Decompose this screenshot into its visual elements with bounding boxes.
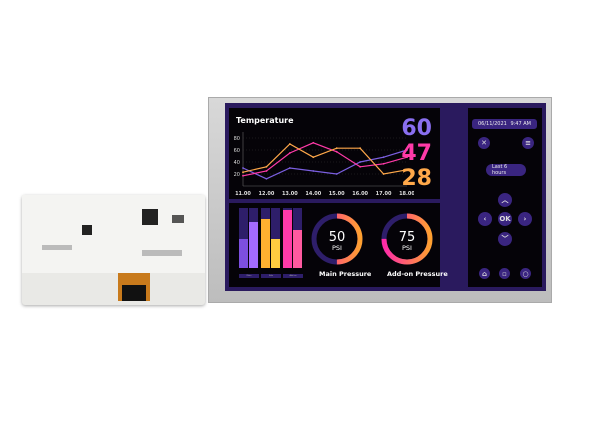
hamburger-icon: ≡ [525, 139, 531, 147]
data-point [382, 162, 385, 165]
x-tick-label: 15.00 [329, 191, 345, 197]
data-point [242, 174, 244, 177]
date: 06/11/2021 [478, 121, 507, 127]
data-point [335, 147, 338, 150]
gauge-value: 75 [399, 230, 416, 245]
level-bar [283, 208, 292, 268]
up-button[interactable]: ︿ [498, 193, 512, 207]
x-tick-label: 14.00 [305, 191, 321, 197]
power-icon: ○ [522, 269, 529, 278]
power-button[interactable]: ○ [520, 268, 531, 279]
level-bar [239, 208, 248, 268]
settings-button[interactable]: ▫ [499, 268, 510, 279]
data-point [382, 156, 385, 159]
data-point [288, 167, 291, 169]
y-tick-label: 20 [234, 172, 240, 178]
data-point [382, 173, 385, 175]
left-button[interactable]: ‹ [478, 212, 492, 226]
x-tick-label: 11.00 [235, 191, 251, 197]
data-point [265, 177, 268, 180]
data-point [312, 156, 315, 159]
bar-label: Add-on [283, 274, 303, 278]
data-point [335, 150, 338, 153]
data-point [288, 152, 291, 154]
data-point [242, 171, 244, 174]
gauge-arc [311, 213, 363, 265]
chevron-down-icon: ﹀ [501, 235, 509, 243]
gear-icon: ▫ [502, 269, 507, 278]
level-bar [261, 208, 270, 268]
x-tick-label: 17.00 [376, 191, 392, 197]
temperature-chart: 20 40 60 80 11.00 12.00 13.00 14.00 15.00 16.00 17… [234, 132, 414, 197]
temperature-title: Temperature [236, 116, 294, 125]
data-point [265, 170, 268, 172]
chevron-up-icon: ︿ [501, 196, 509, 204]
data-point [288, 143, 291, 145]
menu-button[interactable]: ≡ [522, 137, 534, 149]
data-point [242, 167, 244, 169]
data-point [359, 147, 362, 150]
home-icon: ⌂ [481, 269, 487, 278]
series-line-1 [242, 149, 408, 180]
temperature-panel: Temperature 20 40 60 80 11.00 12.00 13.00 14.00… [229, 108, 440, 199]
chevron-left-icon: ‹ [483, 215, 487, 223]
data-point [265, 165, 268, 168]
controller-board [22, 195, 205, 305]
level-bar [271, 208, 280, 268]
level-bar [293, 208, 302, 268]
readout-2: 47 [401, 141, 432, 166]
x-tick-label: 18.00 [399, 191, 414, 197]
gauge-value: 50 [329, 230, 346, 245]
down-button[interactable]: ﹀ [498, 232, 512, 246]
data-point [406, 149, 408, 151]
gauge-arc [381, 213, 433, 265]
close-button[interactable]: ✕ [478, 137, 490, 149]
bar-label: Side [261, 274, 281, 278]
x-tick-label: 12.00 [259, 191, 275, 197]
datetime-bar: 06/11/2021 9:47 AM [472, 119, 537, 129]
time-range-button[interactable]: Last 6 hours [486, 164, 526, 176]
series-line-2 [242, 142, 408, 177]
x-icon: ✕ [481, 139, 487, 147]
data-point [406, 156, 408, 159]
home-button[interactable]: ⌂ [479, 268, 490, 279]
gauge-unit: PSI [402, 244, 412, 252]
readout-1: 60 [401, 116, 432, 141]
data-point [359, 161, 362, 163]
level-bar [249, 208, 258, 268]
dashboard-screen: Temperature 20 40 60 80 11.00 12.00 13.00 14.00… [225, 103, 546, 291]
series-line-3 [242, 143, 408, 175]
time: 9:47 AM [510, 121, 531, 127]
y-tick-label: 40 [234, 160, 240, 166]
x-tick-label: 16.00 [352, 191, 368, 197]
data-point [312, 141, 315, 144]
right-button[interactable]: › [518, 212, 532, 226]
data-point [359, 165, 362, 168]
data-point [335, 173, 338, 175]
ok-button[interactable]: OK [498, 212, 512, 226]
data-point [312, 170, 315, 172]
gauge-label-addon: Add-on Pressure [387, 270, 448, 278]
readout-3: 28 [401, 166, 432, 191]
y-tick-label: 60 [234, 148, 240, 154]
gauge-unit: PSI [332, 244, 342, 252]
chevron-right-icon: › [523, 215, 527, 223]
data-point [406, 168, 408, 171]
control-panel: 06/11/2021 9:47 AM ✕ ≡ Last 6 hours ︿ ‹ … [468, 108, 542, 287]
gauge-label-main: Main Pressure [319, 270, 372, 278]
x-tick-label: 13.00 [282, 191, 298, 197]
y-tick-label: 80 [234, 136, 240, 142]
bar-label: Main [239, 274, 259, 278]
